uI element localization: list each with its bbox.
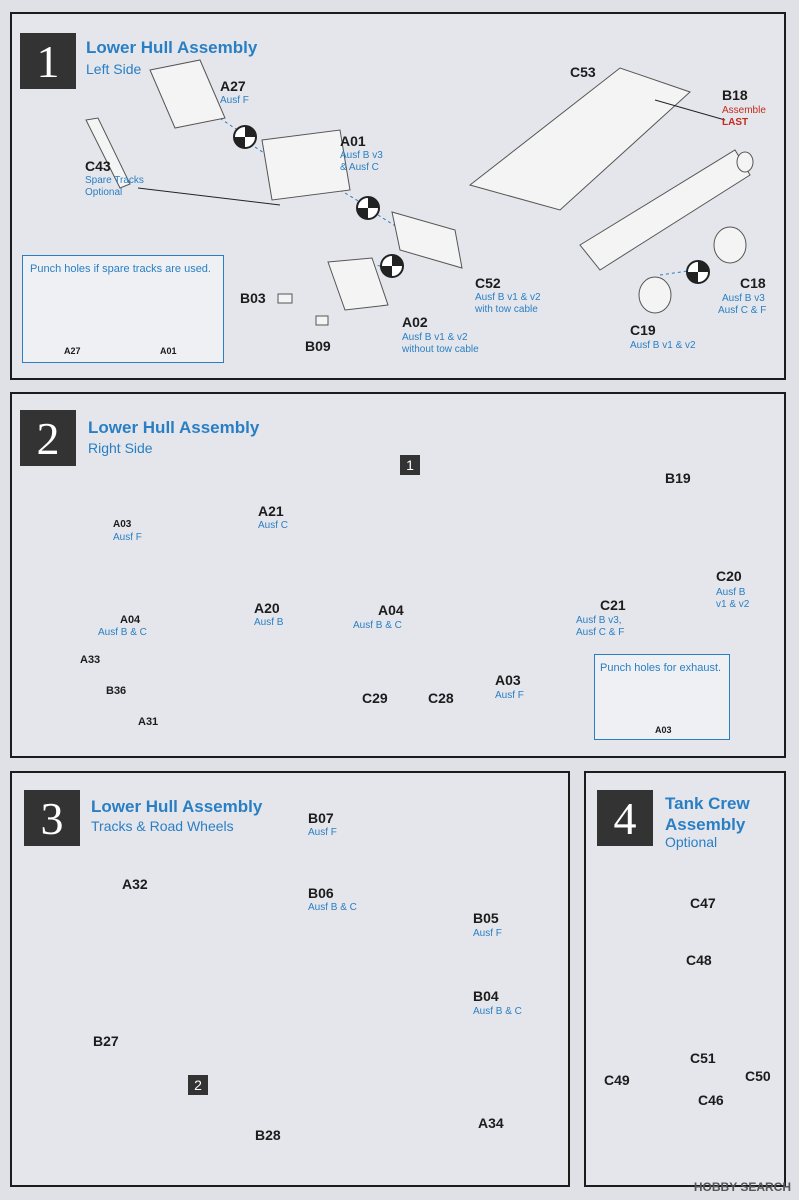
part-B07: B07 xyxy=(308,810,334,826)
step4-title1: Tank Crew xyxy=(665,794,750,813)
part-B09: B09 xyxy=(305,338,331,354)
part-C19-note: Ausf B v1 & v2 xyxy=(630,340,696,351)
part-B06-note: Ausf B & C xyxy=(308,902,357,913)
part-A34: A34 xyxy=(478,1115,504,1131)
part-C28: C28 xyxy=(428,690,454,706)
step3-panel xyxy=(10,771,570,1187)
part-C52: C52 xyxy=(475,275,501,291)
step4-title2: Assembly xyxy=(665,815,746,834)
part-A27: A27 xyxy=(220,78,246,94)
part-A20-note: Ausf B xyxy=(254,617,284,628)
part-C48: C48 xyxy=(686,952,712,968)
part-A04-note: Ausf B & C xyxy=(353,620,402,631)
step1-punch-title: Punch holes if spare tracks are used. xyxy=(30,263,211,275)
part-C47: C47 xyxy=(690,895,716,911)
step4-subtitle: Optional xyxy=(665,834,718,850)
step1-number: 1 xyxy=(20,33,76,89)
step1-punch-box xyxy=(22,255,224,363)
part-B04: B04 xyxy=(473,988,499,1004)
part-C49: C49 xyxy=(604,1072,630,1088)
part-C21-note2: Ausf C & F xyxy=(576,627,625,638)
step4-number: 4 xyxy=(597,790,653,846)
step3-number: 3 xyxy=(24,790,80,846)
step3-title: Lower Hull Assembly xyxy=(91,797,263,816)
step2-title: Lower Hull Assembly xyxy=(88,418,260,437)
part-A02-note1: Ausf B v1 & v2 xyxy=(402,332,468,343)
part-A33: A33 xyxy=(80,654,101,666)
part-B18: B18 xyxy=(722,87,748,103)
part-A21-note: Ausf C xyxy=(258,520,289,531)
part-A32: A32 xyxy=(122,876,148,892)
step3-subtitle: Tracks & Road Wheels xyxy=(91,818,234,834)
step1-punch-cap1: A27 xyxy=(64,346,81,356)
part-A21: A21 xyxy=(258,503,284,519)
step2-subtitle: Right Side xyxy=(88,440,153,456)
part-C29: C29 xyxy=(362,690,388,706)
part-A04-inset: A04 xyxy=(120,614,141,626)
part-B05-note: Ausf F xyxy=(473,928,502,939)
part-B19: B19 xyxy=(665,470,691,486)
part-C43-note1: Spare Tracks xyxy=(85,175,144,186)
part-C52-note2: with tow cable xyxy=(475,304,538,315)
part-A02-note2: without tow cable xyxy=(402,344,479,355)
part-B18-last: LAST xyxy=(722,117,749,128)
part-B28: B28 xyxy=(255,1127,281,1143)
part-A03: A03 xyxy=(495,672,521,688)
part-C52-note1: Ausf B v1 & v2 xyxy=(475,292,541,303)
step2-ref-step1: 1 xyxy=(400,455,420,475)
step1-punch-cap2: A01 xyxy=(160,346,177,356)
part-B36: B36 xyxy=(106,685,127,697)
part-A01: A01 xyxy=(340,133,366,149)
part-B05: B05 xyxy=(473,910,499,926)
part-A31: A31 xyxy=(138,716,159,728)
part-A03-note: Ausf F xyxy=(495,690,524,701)
part-B03: B03 xyxy=(240,290,266,306)
part-C43: C43 xyxy=(85,158,111,174)
part-C21: C21 xyxy=(600,597,626,613)
part-C18: C18 xyxy=(740,275,766,291)
step1-subtitle: Left Side xyxy=(86,61,142,77)
part-C18-note1: Ausf B v3 xyxy=(722,293,765,304)
part-C43-note2: Optional xyxy=(85,187,123,198)
part-A01-note1: Ausf B v3 xyxy=(340,150,383,161)
part-C19: C19 xyxy=(630,322,656,338)
part-A01-note2: & Ausf C xyxy=(340,162,379,173)
part-C18-note2: Ausf C & F xyxy=(718,305,767,316)
step2-punch-cap: A03 xyxy=(655,725,672,735)
part-C20: C20 xyxy=(716,568,742,584)
step3-ref-step2: 2 xyxy=(188,1075,208,1095)
hobby-search-watermark: HOBBY SEARCH xyxy=(693,1180,791,1194)
part-A03-inset: A03 xyxy=(113,519,132,530)
part-B27: B27 xyxy=(93,1033,119,1049)
part-B06: B06 xyxy=(308,885,334,901)
part-A04-inset-note: Ausf B & C xyxy=(98,627,147,638)
part-C20-note2: v1 & v2 xyxy=(716,599,750,610)
part-C21-note1: Ausf B v3, xyxy=(576,615,622,626)
part-A04: A04 xyxy=(378,602,404,618)
part-C20-note1: Ausf B xyxy=(716,587,746,598)
part-A02: A02 xyxy=(402,314,428,330)
part-B04-note: Ausf B & C xyxy=(473,1006,522,1017)
step2-number: 2 xyxy=(20,410,76,466)
step2-punch-box xyxy=(594,654,730,740)
part-B07-note: Ausf F xyxy=(308,827,337,838)
part-B18-note: Assemble xyxy=(722,105,766,116)
step1-title: Lower Hull Assembly xyxy=(86,38,258,57)
part-C50: C50 xyxy=(745,1068,771,1084)
part-A03-inset-note: Ausf F xyxy=(113,532,142,543)
step2-punch-title: Punch holes for exhaust. xyxy=(600,662,722,674)
part-C46: C46 xyxy=(698,1092,724,1108)
part-C51: C51 xyxy=(690,1050,716,1066)
part-A27-note: Ausf F xyxy=(220,95,249,106)
part-A20: A20 xyxy=(254,600,280,616)
part-C53: C53 xyxy=(570,64,596,80)
